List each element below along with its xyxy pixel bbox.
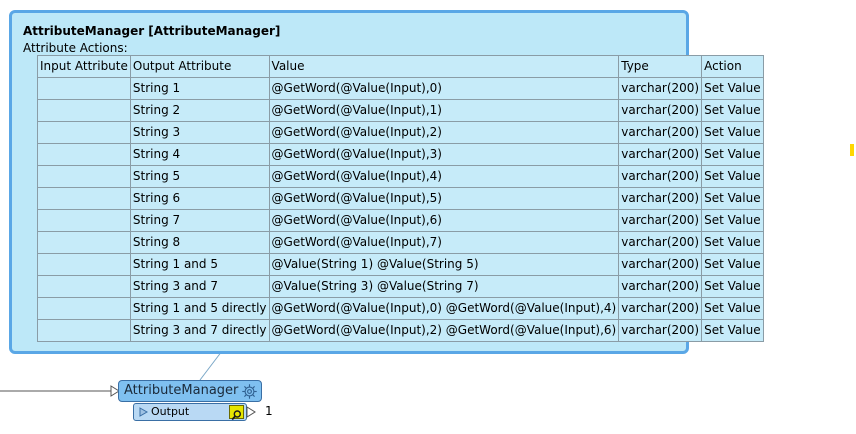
cell-input [37,77,131,100]
cell-output: String 6 [129,187,270,210]
cell-action: Set Value [701,231,764,254]
play-arrow-icon [139,407,148,417]
cell-action: Set Value [701,209,764,232]
cell-output: String 3 and 7 [129,275,270,298]
header-value: Value [268,55,620,78]
cell-output: String 5 [129,165,270,188]
canvas-marker [850,144,854,156]
header-action: Action [701,55,764,78]
cell-output: String 3 [129,121,270,144]
cell-input [37,319,131,342]
cell-input [37,187,131,210]
cell-value: @GetWord(@Value(Input),2) [268,121,620,144]
cell-type: varchar(200) [618,77,703,100]
output-port[interactable]: Output [133,403,247,421]
output-port-label: Output [151,405,190,418]
table-row: String 8 @GetWord(@Value(Input),7) varch… [37,231,764,254]
cell-output: String 1 and 5 directly [129,297,270,320]
annotation-subtitle: Attribute Actions: [23,41,128,55]
table-row: String 3 and 7 directly @GetWord(@Value(… [37,319,764,342]
cell-action: Set Value [701,253,764,276]
table-row: String 4 @GetWord(@Value(Input),3) varch… [37,143,764,166]
cell-action: Set Value [701,99,764,122]
table-row: String 6 @GetWord(@Value(Input),5) varch… [37,187,764,210]
cell-output: String 1 and 5 [129,253,270,276]
table-row: String 7 @GetWord(@Value(Input),6) varch… [37,209,764,232]
cell-action: Set Value [701,121,764,144]
annotation-box[interactable]: AttributeManager [AttributeManager] Attr… [9,10,764,354]
cell-type: varchar(200) [618,99,703,122]
cell-type: varchar(200) [618,297,703,320]
table-header-row: Input Attribute Output Attribute Value T… [37,55,764,78]
cell-output: String 1 [129,77,270,100]
attribute-actions-table: Input Attribute Output Attribute Value T… [37,55,764,342]
cell-type: varchar(200) [618,165,703,188]
cell-value: @Value(String 3) @Value(String 7) [268,275,620,298]
cell-output: String 4 [129,143,270,166]
cell-input [37,253,131,276]
cell-value: @GetWord(@Value(Input),0) @GetWord(@Valu… [268,297,620,320]
header-input-attribute: Input Attribute [37,55,131,78]
cell-value: @GetWord(@Value(Input),6) [268,209,620,232]
cell-input [37,143,131,166]
cell-type: varchar(200) [618,231,703,254]
transformer-name: AttributeManager [124,383,239,398]
cell-input [37,165,131,188]
annotation-connector [199,350,223,381]
cell-value: @GetWord(@Value(Input),2) @GetWord(@Valu… [268,319,620,342]
cell-output: String 2 [129,99,270,122]
cell-value: @GetWord(@Value(Input),4) [268,165,620,188]
attributemanager-transformer[interactable]: AttributeManager [118,380,262,402]
cell-input [37,231,131,254]
table-row: String 2 @GetWord(@Value(Input),1) varch… [37,99,764,122]
cell-input [37,297,131,320]
cell-type: varchar(200) [618,187,703,210]
table-row: String 1 @GetWord(@Value(Input),0) varch… [37,77,764,100]
cell-action: Set Value [701,275,764,298]
cell-action: Set Value [701,77,764,100]
cell-value: @GetWord(@Value(Input),5) [268,187,620,210]
cell-input [37,275,131,298]
table-row: String 5 @GetWord(@Value(Input),4) varch… [37,165,764,188]
annotation-title: AttributeManager [AttributeManager] [23,24,281,38]
cell-value: @GetWord(@Value(Input),3) [268,143,620,166]
cell-input [37,209,131,232]
header-type: Type [618,55,703,78]
magnifier-icon[interactable] [229,405,244,421]
cell-action: Set Value [701,187,764,210]
cell-action: Set Value [701,319,764,342]
cell-output: String 8 [129,231,270,254]
cell-type: varchar(200) [618,275,703,298]
cell-input [37,121,131,144]
cell-output: String 3 and 7 directly [129,319,270,342]
cell-action: Set Value [701,165,764,188]
table-row: String 1 and 5 @Value(String 1) @Value(S… [37,253,764,276]
cell-output: String 7 [129,209,270,232]
cell-input [37,99,131,122]
cell-value: @GetWord(@Value(Input),1) [268,99,620,122]
cell-type: varchar(200) [618,319,703,342]
cell-action: Set Value [701,297,764,320]
gear-icon[interactable] [241,383,258,400]
cell-value: @GetWord(@Value(Input),0) [268,77,620,100]
cell-type: varchar(200) [618,143,703,166]
table-row: String 3 and 7 @Value(String 3) @Value(S… [37,275,764,298]
cell-value: @Value(String 1) @Value(String 5) [268,253,620,276]
cell-type: varchar(200) [618,209,703,232]
header-output-attribute: Output Attribute [129,55,270,78]
cell-action: Set Value [701,143,764,166]
cell-type: varchar(200) [618,121,703,144]
table-row: String 1 and 5 directly @GetWord(@Value(… [37,297,764,320]
output-feature-count: 1 [265,404,273,418]
cell-type: varchar(200) [618,253,703,276]
cell-value: @GetWord(@Value(Input),7) [268,231,620,254]
table-row: String 3 @GetWord(@Value(Input),2) varch… [37,121,764,144]
